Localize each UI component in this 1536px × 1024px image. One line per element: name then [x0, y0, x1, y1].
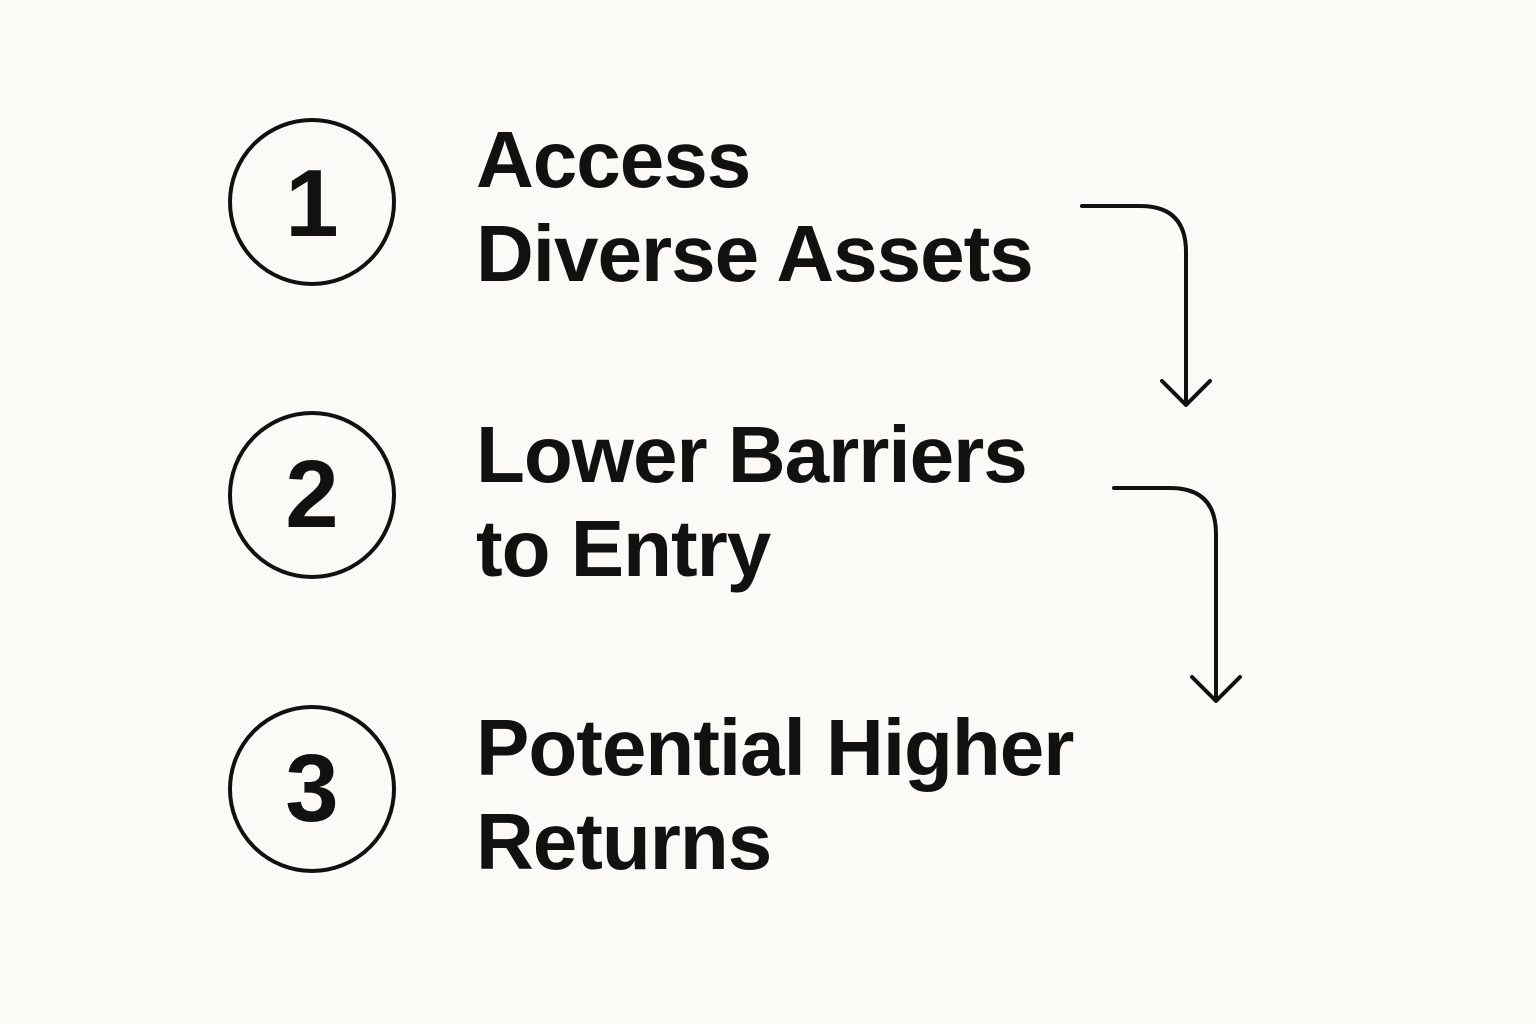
step-2-number: 2	[285, 441, 339, 548]
step-3-label-line-1: Potential Higher	[476, 703, 1074, 792]
arrow-down-curved-icon	[1080, 204, 1212, 407]
step-2-label-line-1: Lower Barriers	[476, 410, 1028, 499]
step-2-label-line-2: to Entry	[476, 504, 771, 593]
step-1-label: Access Diverse Assets	[476, 113, 1034, 301]
connector-2-to-3-line	[1112, 486, 1218, 702]
connector-2-to-3-arrowhead	[1190, 675, 1242, 703]
step-2-label: Lower Barriers to Entry	[476, 408, 1028, 596]
arrow-down-curved-icon	[1112, 486, 1242, 703]
connector-1-to-2-line	[1080, 204, 1188, 406]
step-3-number-badge: 3	[228, 705, 396, 873]
connector-1-to-2-arrowhead	[1160, 379, 1212, 407]
step-1-number: 1	[285, 150, 339, 257]
step-2-number-badge: 2	[228, 411, 396, 579]
step-1-label-line-2: Diverse Assets	[476, 209, 1034, 298]
step-1-label-line-1: Access	[476, 115, 751, 204]
step-3-number: 3	[285, 735, 339, 842]
step-3-label-line-2: Returns	[476, 797, 772, 886]
step-1-number-badge: 1	[228, 118, 396, 286]
step-3-label: Potential Higher Returns	[476, 701, 1074, 889]
